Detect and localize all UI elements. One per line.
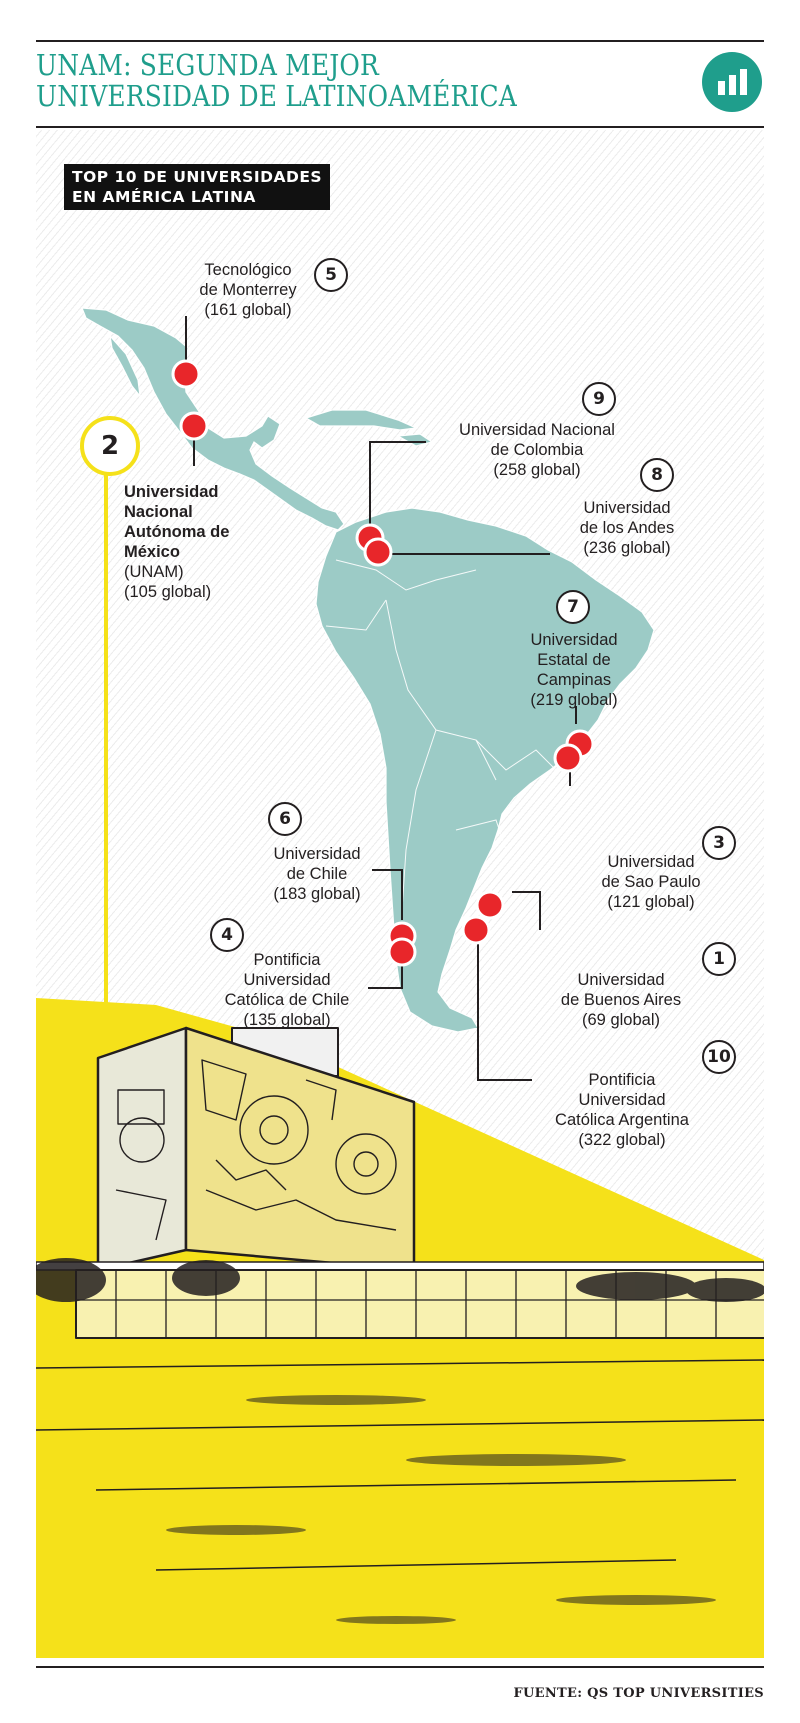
header-rule	[36, 126, 764, 128]
badge-line-2: EN AMÉRICA LATINA	[72, 188, 256, 206]
rank-10-badge: 10	[702, 1040, 736, 1074]
label-unam-detail: (UNAM)(105 global)	[124, 563, 212, 601]
footer-rule	[36, 1666, 764, 1668]
top-rule	[36, 40, 764, 42]
bar-chart-icon	[702, 52, 762, 112]
rank-2-badge: 2	[80, 416, 140, 476]
university-markers	[171, 359, 595, 967]
rank-8-badge: 8	[640, 458, 674, 492]
marker-uniandes	[363, 537, 393, 567]
marker-usp	[553, 743, 583, 773]
badge-line-1: TOP 10 DE UNIVERSIDADES	[72, 168, 323, 186]
leader-lines	[185, 316, 577, 1081]
rank-7-badge: 7	[556, 590, 590, 624]
unam-library-illustration	[36, 1026, 764, 1624]
rank-1-badge: 1	[702, 942, 736, 976]
rank-4-badge: 4	[210, 918, 244, 952]
marker-puc-chile	[387, 937, 417, 967]
source-credit: FUENTE: QS TOP UNIVERSITIES	[513, 1686, 764, 1701]
title-line-2: UNIVERSIDAD DE LATINOAMÉRICA	[36, 79, 517, 113]
marker-uca	[461, 915, 491, 945]
top-10-badge: TOP 10 DE UNIVERSIDADES EN AMÉRICA LATIN…	[64, 164, 331, 210]
rank-9-badge: 9	[582, 382, 616, 416]
title-line-1: UNAM: SEGUNDA MEJOR	[36, 48, 379, 82]
map-illustration	[36, 307, 764, 1658]
rank-3-badge: 3	[702, 826, 736, 860]
rank-5-badge: 5	[314, 258, 348, 292]
page-title: UNAM: SEGUNDA MEJOR UNIVERSIDAD DE LATIN…	[36, 50, 517, 112]
cuba	[304, 409, 419, 431]
marker-unam	[179, 411, 209, 441]
mexico-central-america	[81, 307, 345, 531]
marker-tec-monterrey	[171, 359, 201, 389]
infographic-panel: TOP 10 DE UNIVERSIDADES EN AMÉRICA LATIN…	[36, 130, 764, 1658]
latin-america-map	[81, 307, 655, 1033]
rank-6-badge: 6	[268, 802, 302, 836]
marker-uba	[475, 890, 505, 920]
south-america	[315, 507, 655, 1033]
